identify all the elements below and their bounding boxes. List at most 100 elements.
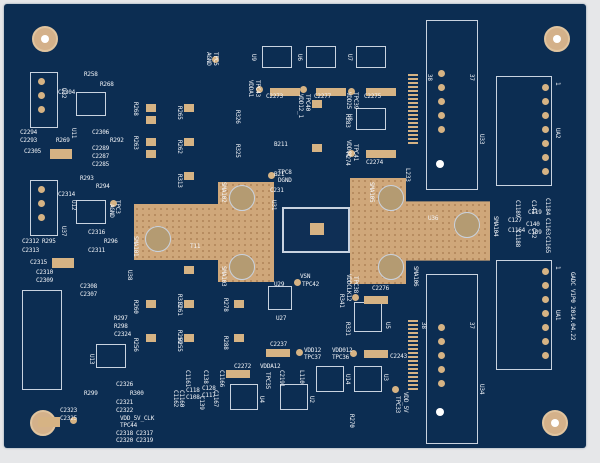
silk-label: UA1 (554, 310, 561, 321)
connector-pin (438, 380, 445, 387)
ic-u8 (356, 108, 386, 130)
silk-label: U9 (250, 54, 257, 61)
connector-pin (438, 70, 445, 77)
silk-label: VDD25 (345, 92, 352, 110)
silk-label: C2305 (24, 148, 42, 155)
header-pin (542, 98, 549, 105)
silk-label: C2275 (364, 93, 382, 100)
pad (146, 116, 156, 124)
silk-label: C1184 (544, 198, 551, 216)
silk-label: R297 (114, 315, 128, 322)
silk-label: TPC38 (352, 276, 359, 294)
header-pin (38, 200, 45, 207)
cap-c2276 (364, 296, 388, 304)
silk-label: R265 (176, 106, 183, 120)
silk-label: SMA104 (492, 216, 499, 237)
silk-label: R325 (234, 144, 241, 158)
silk-label: TPC40 (304, 94, 311, 112)
silk-label: U6 (296, 54, 303, 61)
silk-label: C2315 (30, 259, 48, 266)
cap-c2305 (50, 149, 72, 159)
silk-label: C138 (202, 370, 209, 384)
test-point-tpc39 (348, 88, 355, 95)
silk-label: R294 (96, 183, 110, 190)
pad (184, 104, 194, 112)
silk-label: C2321 (116, 399, 134, 406)
silk-label: U11 (70, 128, 77, 139)
silk-label: R298 (114, 323, 128, 330)
silk-label: 37 (468, 322, 475, 329)
silk-label: TPC36 (332, 354, 350, 361)
ic-u12 (76, 200, 106, 224)
pad (234, 300, 244, 308)
silk-label: C2237 (270, 341, 288, 348)
silk-label: C2274 (366, 159, 384, 166)
silk-label: VDD012 (332, 347, 353, 354)
connector-u34 (426, 274, 478, 444)
silk-label: SMA106 (412, 266, 419, 287)
cap-c2325 (38, 417, 60, 427)
header-pin (542, 140, 549, 147)
silk-label: C2308 (80, 283, 98, 290)
silk-label: VDDCLK12 (345, 274, 352, 302)
silk-label: TPC41 (352, 144, 359, 162)
connector-hole (436, 160, 444, 168)
silk-label: U5 (384, 322, 391, 329)
pin1-label: 1 (554, 266, 561, 270)
silk-label: U12 (70, 200, 77, 211)
silk-label: C108 (186, 394, 200, 401)
silk-label: U37 (60, 226, 67, 237)
test-point-tpc37 (296, 349, 303, 356)
connector-pin (438, 84, 445, 91)
pad (146, 138, 156, 146)
silk-label: C2323 (60, 407, 78, 414)
pad (184, 172, 194, 180)
silk-label: U36 (428, 215, 439, 222)
cap-c2315 (52, 258, 74, 268)
connector-u33 (426, 20, 478, 190)
silk-label: R258 (84, 71, 98, 78)
sma102-pad (229, 185, 255, 211)
connector-hole (436, 408, 444, 416)
silk-label: R299 (84, 390, 98, 397)
silk-label: U13 (88, 354, 95, 365)
silk-label: AGND (205, 52, 212, 66)
silk-label: C2310 (36, 269, 54, 276)
silk-label: TPC43 (254, 80, 261, 98)
silk-label: TPC5 (212, 52, 219, 66)
header-pin (38, 106, 45, 113)
mounting-hole-top-left (32, 26, 58, 52)
silk-label: R295 (42, 238, 56, 245)
ic-u3 (354, 366, 382, 392)
silk-label: 37 (468, 74, 475, 81)
silk-label: R293 (80, 175, 94, 182)
silk-label: C2294 (20, 129, 38, 136)
silk-label: U7 (346, 54, 353, 61)
test-point-tpc5 (212, 56, 219, 63)
silk-label: C1165 (544, 236, 551, 254)
silk-label: R256 (132, 338, 139, 352)
header-pin (542, 338, 549, 345)
header-pin (542, 112, 549, 119)
silk-label: R292 (110, 137, 124, 144)
silk-label: C2293 (20, 137, 38, 144)
pad (184, 138, 194, 146)
sma106-pad (378, 254, 404, 280)
silk-label: U32 (60, 88, 67, 99)
silk-label: R268 (132, 102, 139, 116)
silk-label: SMA105 (368, 182, 375, 203)
test-point-tpc3 (110, 200, 117, 207)
silk-label: VDDA1 (247, 80, 254, 98)
silk-label: R274 (344, 152, 351, 166)
test-point-tpc33 (392, 386, 399, 393)
silk-label: C2314 (58, 191, 76, 198)
header-pin (38, 186, 45, 193)
silk-label: C2318 (116, 430, 134, 437)
header-pin (542, 352, 549, 359)
pad (146, 334, 156, 342)
pin1-label: 1 (554, 82, 561, 86)
test-point-tpc43 (256, 86, 263, 93)
silk-label: C140 (526, 221, 540, 228)
ic-u29 (268, 286, 292, 310)
silk-label: C2326 (116, 381, 134, 388)
